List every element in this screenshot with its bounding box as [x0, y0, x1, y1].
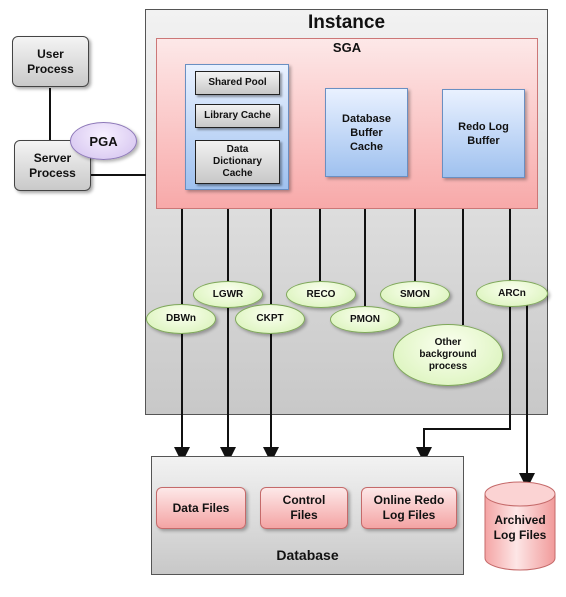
reco-oval: RECO [286, 281, 356, 308]
data-dictionary-cache-box: Data Dictionary Cache [195, 140, 280, 184]
dbwn-oval: DBWn [146, 304, 216, 334]
online-redo-log-files-box: Online Redo Log Files [361, 487, 457, 529]
lgwr-oval: LGWR [193, 281, 263, 308]
archived-log-files-label: Archived Log Files [493, 513, 547, 542]
database-title: Database [276, 547, 339, 563]
pga-oval: PGA [70, 122, 137, 160]
other-background-process-oval: Other background process [393, 324, 503, 386]
ckpt-oval: CKPT [235, 304, 305, 334]
library-cache-box: Library Cache [195, 104, 280, 128]
control-files-box: Control Files [260, 487, 348, 529]
pmon-oval: PMON [330, 306, 400, 333]
smon-oval: SMON [380, 281, 450, 308]
user-process-box: User Process [12, 36, 89, 87]
sga-title: SGA [332, 40, 362, 55]
archived-log-files-cylinder [484, 481, 556, 571]
database-buffer-cache-box: Database Buffer Cache [325, 88, 408, 177]
data-files-box: Data Files [156, 487, 246, 529]
shared-pool-box: Shared Pool [195, 71, 280, 95]
arcn-redo-line [416, 305, 511, 463]
arcn-oval: ARCn [476, 280, 548, 307]
redo-log-buffer-box: Redo Log Buffer [442, 89, 525, 178]
instance-title: Instance [307, 12, 386, 33]
